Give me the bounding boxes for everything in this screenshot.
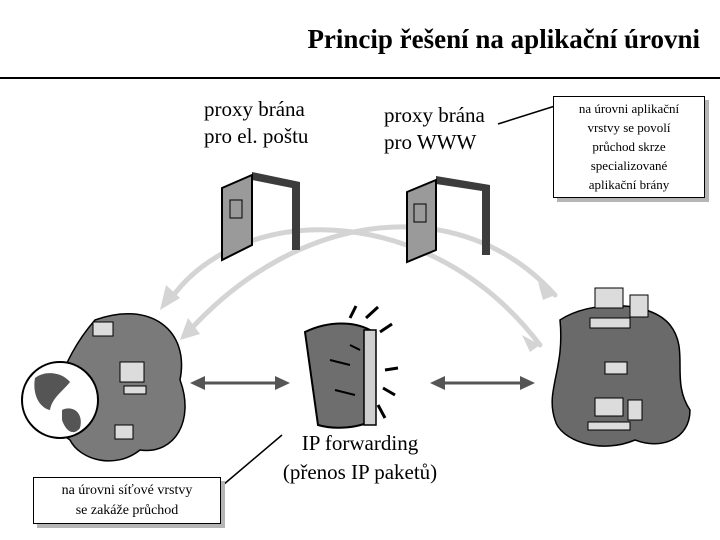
door-icon: [406, 176, 490, 264]
note-line: aplikační brány: [588, 177, 670, 192]
note-line: na úrovni aplikační: [578, 101, 680, 116]
double-arrow-right: [430, 376, 535, 390]
arc-mail-to-net: [167, 227, 543, 348]
note-line: se zakáže průchod: [75, 503, 179, 518]
proxy-www-label-line1: proxy brána: [384, 103, 485, 127]
local-network-icon: [551, 287, 691, 447]
double-arrow-left: [190, 376, 290, 390]
proxy-mail-label-line2: pro el. poštu: [204, 124, 309, 148]
proxy-mail-label-line1: proxy brána: [204, 97, 305, 121]
note-line: specializované: [590, 158, 668, 173]
note-net-connector: [222, 434, 283, 486]
note-line: vrstvy se povolí: [587, 120, 671, 135]
firewall-barrier-icon: [303, 305, 399, 429]
door-icon: [221, 172, 300, 262]
note-line: průchod skrze: [592, 139, 666, 154]
traffic-arcs: [167, 224, 558, 348]
proxy-www-label-line2: pro WWW: [384, 130, 477, 154]
page-title: Princip řešení na aplikační úrovni: [307, 24, 700, 54]
arc-www-to-globe: [187, 224, 558, 333]
title-divider: [0, 77, 720, 79]
proxy-www-connector: [497, 105, 556, 125]
network-layer-note: na úrovni síťové vrstvy se zakáže průcho…: [33, 477, 221, 524]
arc-arrowheads: [160, 282, 555, 352]
note-line: na úrovni síťové vrstvy: [61, 483, 193, 498]
application-layer-note: na úrovni aplikační vrstvy se povolí prů…: [553, 96, 705, 198]
ip-forwarding-sublabel: (přenos IP paketů): [282, 460, 438, 484]
globe-network-icon: [21, 313, 186, 462]
ip-forwarding-label: IP forwarding: [301, 431, 419, 455]
